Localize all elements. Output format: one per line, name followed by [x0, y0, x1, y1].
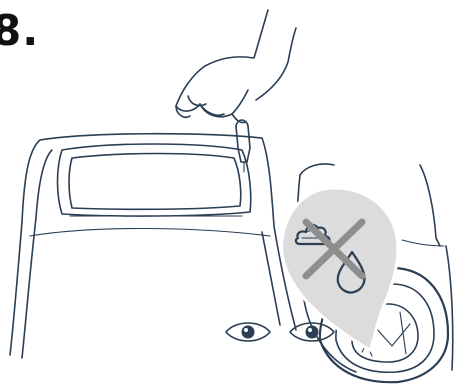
- display-panel: [58, 144, 251, 216]
- hand-icon: [176, 10, 296, 123]
- eye-icon: [226, 323, 270, 341]
- eye-icon: [290, 323, 334, 341]
- device-body: [10, 134, 296, 358]
- screwdriver-icon: [236, 120, 250, 172]
